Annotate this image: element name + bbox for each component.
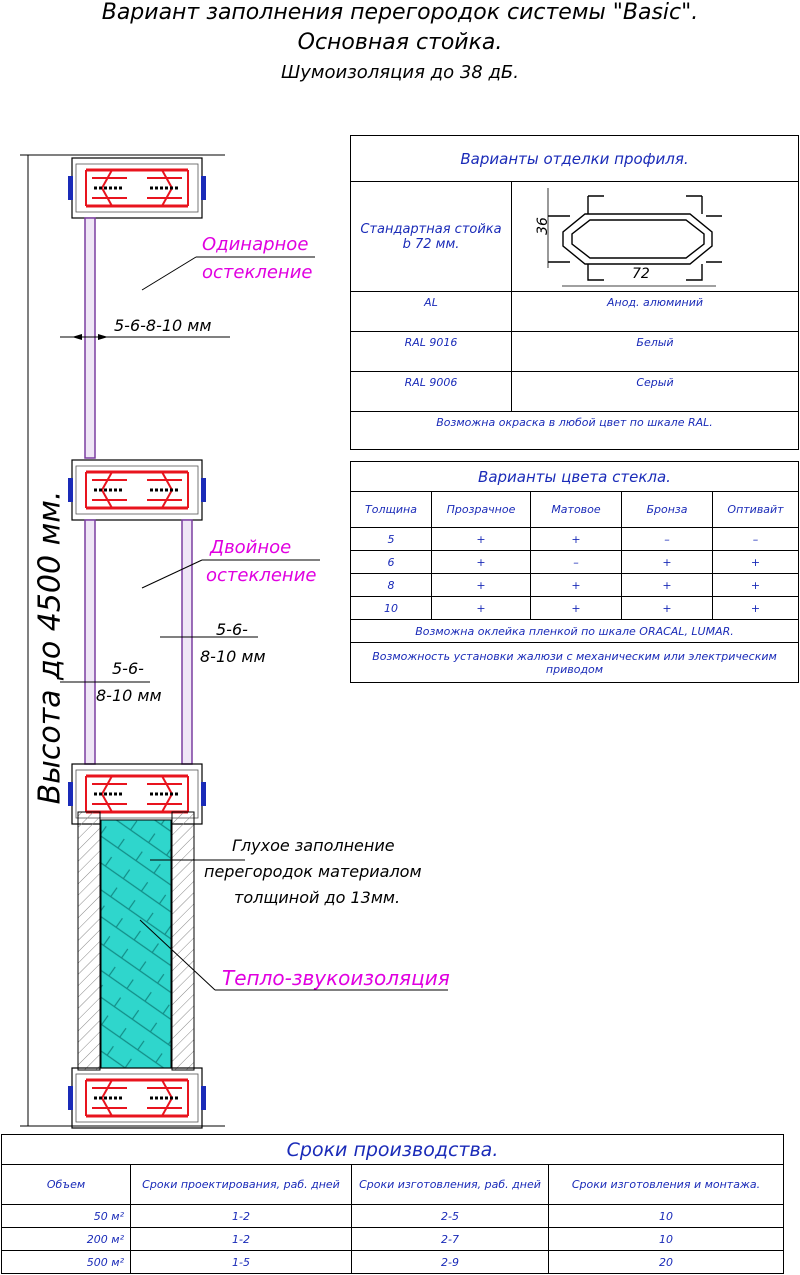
insulation-label: Тепло-звукоизоляция [222, 966, 450, 990]
prod-cell-2-3: 20 [548, 1250, 784, 1274]
glass-header-3: Бронза [621, 491, 713, 528]
glass-cell-3-3: + [621, 596, 713, 620]
height-label: Высота до 4500 мм. [32, 490, 68, 805]
finish-name-1: Белый [511, 331, 799, 372]
middle-profile-1 [66, 458, 208, 522]
glass-note-blinds: Возможность установки жалюзи с механичес… [350, 642, 799, 683]
finish-code-2: RAL 9006 [350, 371, 512, 412]
solid-fill-label-1: Глухое заполнение [232, 836, 395, 855]
std-post-line-1: Стандартная стойка [360, 221, 502, 237]
prod-cell-1-3: 10 [548, 1227, 784, 1251]
title-line-2: Основная стойка. [297, 30, 503, 55]
prod-header-0: Объем [1, 1164, 131, 1205]
single-thickness-label: 5-6-8-10 мм [114, 316, 212, 335]
prod-header-1: Сроки проектирования, раб. дней [130, 1164, 352, 1205]
glass-cell-3-4: + [712, 596, 799, 620]
title-line-1: Вариант заполнения перегородок системы "… [101, 0, 699, 25]
glass-cell-1-3: + [621, 550, 713, 574]
double-glass-left [84, 519, 96, 765]
glass-cell-1-1: + [431, 550, 531, 574]
std-post-line-2: b 72 мм. [402, 236, 460, 252]
glass-cell-3-0: 10 [350, 596, 432, 620]
solid-fill-label-3: толщиной до 13мм. [234, 888, 401, 907]
production-table-title: Сроки производства. [1, 1134, 784, 1165]
prod-cell-1-0: 200 м² [1, 1227, 131, 1251]
right-thickness-label-1: 5-6- [216, 620, 248, 639]
prod-cell-1-1: 1-2 [130, 1227, 352, 1251]
glass-cell-3-2: + [530, 596, 622, 620]
prod-cell-2-1: 1-5 [130, 1250, 352, 1274]
glass-header-4: Оптивайт [712, 491, 799, 528]
prod-cell-2-2: 2-9 [351, 1250, 549, 1274]
glass-cell-2-3: + [621, 573, 713, 597]
prod-cell-1-2: 2-7 [351, 1227, 549, 1251]
glass-header-1: Прозрачное [431, 491, 531, 528]
glass-cell-0-0: 5 [350, 527, 432, 551]
std-post-cell: Стандартная стойка b 72 мм. [350, 181, 512, 292]
glass-cell-3-1: + [431, 596, 531, 620]
right-thickness-label-2: 8-10 мм [200, 647, 266, 666]
glass-color-table: Варианты цвета стекла. Толщина Прозрачно… [350, 461, 799, 683]
glass-header-2: Матовое [530, 491, 622, 528]
glass-header-0: Толщина [350, 491, 432, 528]
prod-cell-0-1: 1-2 [130, 1204, 352, 1228]
production-terms-table: Сроки производства. Объем Сроки проектир… [1, 1134, 784, 1274]
glass-cell-0-3: – [621, 527, 713, 551]
finish-table-title: Варианты отделки профиля. [350, 135, 799, 182]
glass-note-film: Возможна оклейка пленкой по шкале ORACAL… [350, 619, 799, 643]
finish-name-2: Серый [511, 371, 799, 412]
glass-cell-1-4: + [712, 550, 799, 574]
glass-cell-2-1: + [431, 573, 531, 597]
double-glazing-label-1: Двойное [210, 537, 292, 558]
profile-sketch-cell: 36 72 [511, 181, 799, 292]
insulation-fill [100, 819, 172, 1069]
glass-table-title: Варианты цвета стекла. [350, 461, 799, 492]
prod-header-2: Сроки изготовления, раб. дней [351, 1164, 549, 1205]
solid-fill-label-2: перегородок материалом [204, 862, 422, 881]
single-glass-pane [84, 217, 96, 459]
glass-cell-0-4: – [712, 527, 799, 551]
top-profile [66, 156, 208, 220]
profile-finish-table: Варианты отделки профиля. Стандартная ст… [350, 135, 799, 450]
double-glazing-label-2: остекление [206, 565, 317, 586]
glass-cell-2-2: + [530, 573, 622, 597]
prod-cell-2-0: 500 м² [1, 1250, 131, 1274]
glass-cell-1-0: 6 [350, 550, 432, 574]
glass-cell-0-1: + [431, 527, 531, 551]
prod-cell-0-3: 10 [548, 1204, 784, 1228]
prod-cell-0-2: 2-5 [351, 1204, 549, 1228]
glass-cell-0-2: + [530, 527, 622, 551]
dim-height-label: 36 [534, 217, 551, 235]
glass-cell-1-2: – [530, 550, 622, 574]
prod-cell-0-0: 50 м² [1, 1204, 131, 1228]
single-glazing-label-1: Одинарное [202, 234, 309, 255]
finish-code-0: AL [350, 291, 512, 332]
title-line-3: Шумоизоляция до 38 дБ. [281, 62, 519, 83]
glass-cell-2-0: 8 [350, 573, 432, 597]
dim-width-label: 72 [632, 266, 650, 282]
prod-header-3: Сроки изготовления и монтажа. [548, 1164, 784, 1205]
solid-board-left [77, 811, 101, 1071]
single-glazing-label-2: остекление [202, 262, 313, 283]
glass-cell-2-4: + [712, 573, 799, 597]
left-thickness-label-2: 8-10 мм [96, 686, 162, 705]
finish-code-1: RAL 9016 [350, 331, 512, 372]
finish-table-footer: Возможна окраска в любой цвет по шкале R… [350, 411, 799, 450]
left-thickness-label-1: 5-6- [112, 659, 144, 678]
finish-name-0: Анод. алюминий [511, 291, 799, 332]
double-glass-right [181, 519, 193, 765]
solid-board-right [171, 811, 195, 1071]
bottom-profile [66, 1066, 208, 1130]
